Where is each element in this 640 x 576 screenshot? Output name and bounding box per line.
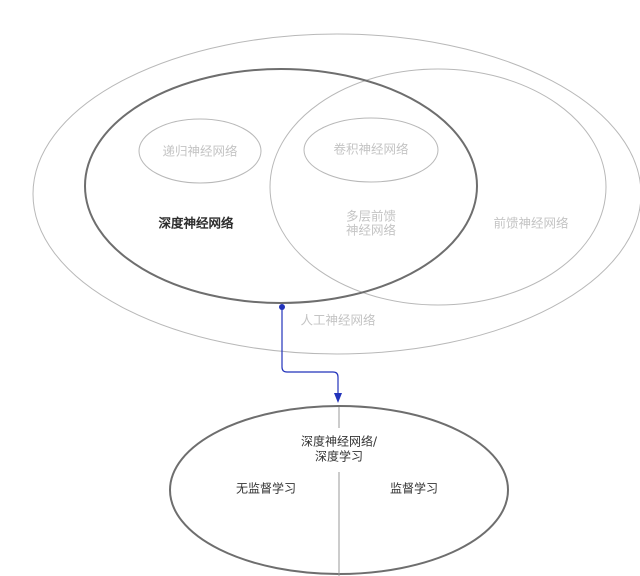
deep-nn-ellipse [84, 68, 478, 304]
multilayer-label-line1: 多层前馈 [346, 209, 396, 224]
cnn-ellipse [303, 117, 439, 183]
ann-label: 人工神经网络 [300, 313, 376, 328]
cnn-label: 卷积神经网络 [333, 142, 409, 157]
deep-nn-label: 深度神经网络 [158, 216, 234, 231]
connector-arrow [281, 307, 342, 403]
feedforward-ellipse [269, 68, 607, 306]
rnn-label: 递归神经网络 [162, 144, 238, 159]
deep-learning-title-line1: 深度神经网络/ [301, 434, 378, 449]
supervised-learning-label: 监督学习 [390, 481, 438, 496]
unsupervised-learning-label: 无监督学习 [236, 481, 296, 496]
deep-learning-title-line2: 深度学习 [315, 449, 363, 464]
feedforward-label: 前馈神经网络 [493, 216, 569, 231]
rnn-ellipse [138, 118, 262, 184]
multilayer-label-line2: 神经网络 [346, 223, 397, 238]
ann-ellipse [32, 33, 640, 355]
